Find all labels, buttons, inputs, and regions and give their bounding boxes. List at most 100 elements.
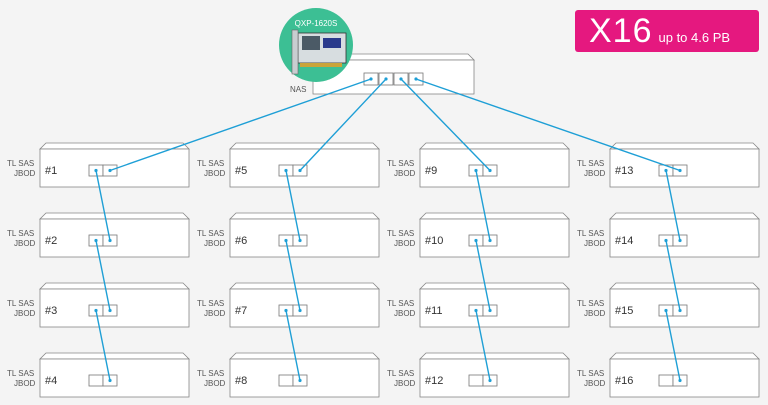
jbod-chassis-top [609,142,760,150]
cable-endpoint [488,238,492,243]
cable-endpoint [664,238,668,243]
jbod-number: #10 [425,235,443,247]
jbod-type-label: TL SAS [197,369,224,378]
cable-endpoint [664,168,668,173]
jbod-number: #12 [425,375,443,387]
jbod-type-label: TL SAS [197,299,224,308]
cable-endpoint [298,238,302,243]
jbod-chassis-top [609,212,760,220]
jbod-type-label: TL SAS [387,229,414,238]
jbod-type-label: JBOD [14,309,36,318]
jbod-chassis-top [419,352,570,360]
cable-endpoint [474,308,478,313]
cable-endpoint [678,378,682,383]
cable-endpoint [414,77,418,81]
cable-endpoint [488,308,492,313]
jbod-port-in [278,374,294,387]
jbod-type-label: JBOD [204,239,226,248]
cable-endpoint [94,308,98,313]
jbod-number: #11 [425,305,443,317]
jbod-number: #5 [235,165,247,177]
jbod-type-label: TL SAS [7,229,34,238]
jbod-type-label: JBOD [14,239,36,248]
jbod-type-label: TL SAS [577,159,604,168]
jbod-chassis-top [609,282,760,290]
cable-endpoint [284,238,288,243]
jbod-chassis-top [39,282,190,290]
jbod-type-label: JBOD [584,239,606,248]
jbod-type-label: JBOD [394,379,416,388]
sas-cable [475,170,491,241]
jbod-type-label: TL SAS [387,299,414,308]
capacity-badge: X16 up to 4.6 PB [575,10,759,52]
cable-endpoint [108,168,112,173]
jbod-number: #14 [615,235,633,247]
sas-cable [285,240,301,311]
jbod-type-label: JBOD [584,169,606,178]
jbod-number: #15 [615,305,633,317]
sas-cable [285,310,301,381]
jbod-type-label: JBOD [14,379,36,388]
jbod-port-in [658,374,674,387]
badge-count: X16 [589,12,653,50]
jbod-type-label: JBOD [14,169,36,178]
card-chip [302,36,320,50]
jbod-number: #4 [45,375,57,387]
jbod-number: #8 [235,375,247,387]
jbod-type-label: TL SAS [197,159,224,168]
card-bracket [291,29,299,75]
jbod-type-label: JBOD [394,309,416,318]
sas-cable [95,170,111,241]
cable-endpoint [384,77,388,81]
jbod-type-label: TL SAS [197,229,224,238]
card-connector [300,63,342,67]
sas-cable [95,240,111,311]
cable-endpoint [284,308,288,313]
jbod-number: #1 [45,165,57,177]
jbod-type-label: TL SAS [577,369,604,378]
cable-endpoint [108,238,112,243]
jbod-type-label: TL SAS [387,369,414,378]
jbod-type-label: TL SAS [577,299,604,308]
cable-endpoint [298,168,302,173]
cable-endpoint [284,168,288,173]
sas-cable [665,240,681,311]
jbod-type-label: JBOD [204,309,226,318]
jbod-number: #2 [45,235,57,247]
jbod-number: #6 [235,235,247,247]
jbod-number: #7 [235,305,247,317]
jbod-chassis-top [419,212,570,220]
jbod-port-in [468,374,484,387]
cable-endpoint [678,308,682,313]
cable-endpoint [399,77,403,81]
cable-endpoint [488,168,492,173]
cable-endpoint [678,168,682,173]
sas-cable [415,78,681,172]
cable-endpoint [664,308,668,313]
cable-endpoint [488,378,492,383]
jbod-chassis-top [419,142,570,150]
nas-label: NAS [290,85,306,94]
jbod-chassis-top [39,142,190,150]
jbod-number: #16 [615,375,633,387]
jbod-type-label: JBOD [394,239,416,248]
cable-endpoint [94,168,98,173]
jbod-chassis-top [39,212,190,220]
sas-cable [665,170,681,241]
sas-cable [285,170,301,241]
cable-endpoint [108,308,112,313]
jbod-chassis-top [419,282,570,290]
jbod-type-label: TL SAS [387,159,414,168]
jbod-chassis-top [39,352,190,360]
